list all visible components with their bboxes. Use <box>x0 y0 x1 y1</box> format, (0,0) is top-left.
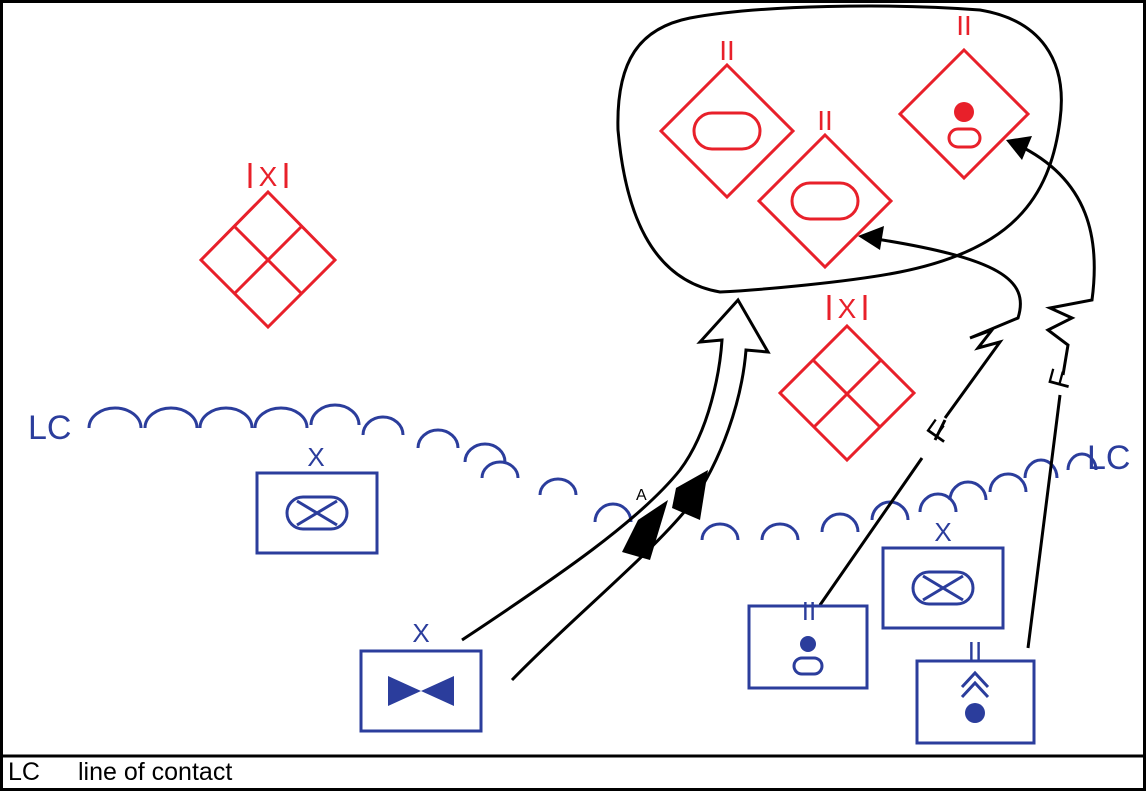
bowtie-icon <box>388 676 454 706</box>
armor-oval-icon <box>285 495 349 531</box>
friendly-engineer-brigade-unit[interactable]: X <box>359 618 483 733</box>
armor-oval-icon <box>692 111 762 151</box>
friendly-battalion-unit[interactable]: II <box>915 636 1036 745</box>
arrowhead <box>858 226 884 250</box>
unit-oval-icon <box>792 656 824 676</box>
legend-abbreviation: LC <box>8 757 40 786</box>
line-of-contact-right <box>700 452 1098 541</box>
unit-dot-icon <box>965 703 985 723</box>
infantry-cross-icon <box>922 574 964 602</box>
axis-of-advance: A <box>461 297 771 682</box>
fire-label-right: F <box>1042 366 1079 392</box>
hostile-armor-battalion-unit[interactable]: II <box>658 35 796 200</box>
echelon-label: II <box>719 35 735 66</box>
unit-frame-icon <box>881 546 1005 630</box>
armor-oval-icon <box>790 181 860 221</box>
unit-frame-icon <box>747 604 869 690</box>
echelon-label: II <box>802 596 816 626</box>
legend: LC line of contact <box>8 758 232 786</box>
unit-frame-icon <box>255 471 379 555</box>
line-of-contact-left-label: LC <box>28 409 71 447</box>
armor-oval-icon <box>911 570 975 606</box>
fire-support-arrow-center: F <box>818 226 1022 606</box>
hostile-brigade-quartered-diamond-icon <box>777 323 917 463</box>
hostile-brigade-unit[interactable]: X <box>777 293 917 463</box>
friendly-armored-infantry-brigade-unit[interactable]: X <box>881 517 1005 630</box>
friendly-battalion-unit[interactable]: II <box>747 596 869 690</box>
unit-dot-icon <box>954 102 974 122</box>
friendly-armored-infantry-brigade-unit[interactable]: X <box>255 442 379 555</box>
echelon-label: X <box>838 293 857 324</box>
hostile-battalion-unit[interactable]: II <box>897 10 1031 181</box>
objective-area-outline <box>616 4 1063 294</box>
line-of-contact-right-label: LC <box>1087 439 1130 477</box>
echelon-label: II <box>956 10 972 41</box>
legend-meaning: line of contact <box>78 757 233 786</box>
axis-boundary-marker <box>622 500 668 560</box>
hostile-brigade-quartered-diamond-icon <box>198 189 338 330</box>
unit-dot-icon <box>800 636 816 652</box>
echelon-label: II <box>817 105 833 136</box>
echelon-label: X <box>259 161 278 192</box>
fire-label-center: F <box>921 415 959 449</box>
chevron-up-icon <box>960 670 990 699</box>
echelon-label: II <box>968 636 982 666</box>
hostile-armor-battalion-diamond-icon <box>658 62 796 200</box>
hostile-brigade-unit[interactable]: X <box>198 161 338 330</box>
axis-boundary-marker <box>672 470 708 520</box>
echelon-label: X <box>307 442 324 472</box>
hostile-armor-battalion-unit[interactable]: II <box>756 105 894 270</box>
unit-oval-icon <box>947 127 982 149</box>
infantry-cross-icon <box>296 499 338 527</box>
line-of-contact-left <box>87 403 633 523</box>
arrowhead <box>1006 136 1032 160</box>
fire-support-arrow-right: F <box>1006 136 1096 649</box>
hostile-armor-battalion-diamond-icon <box>756 132 894 270</box>
hostile-battalion-diamond-icon <box>897 47 1031 181</box>
unit-frame-icon <box>359 649 483 733</box>
unit-frame-icon <box>915 659 1036 745</box>
echelon-label: X <box>412 618 429 648</box>
axis-of-advance-label: A <box>636 487 647 504</box>
echelon-label: X <box>934 517 951 547</box>
